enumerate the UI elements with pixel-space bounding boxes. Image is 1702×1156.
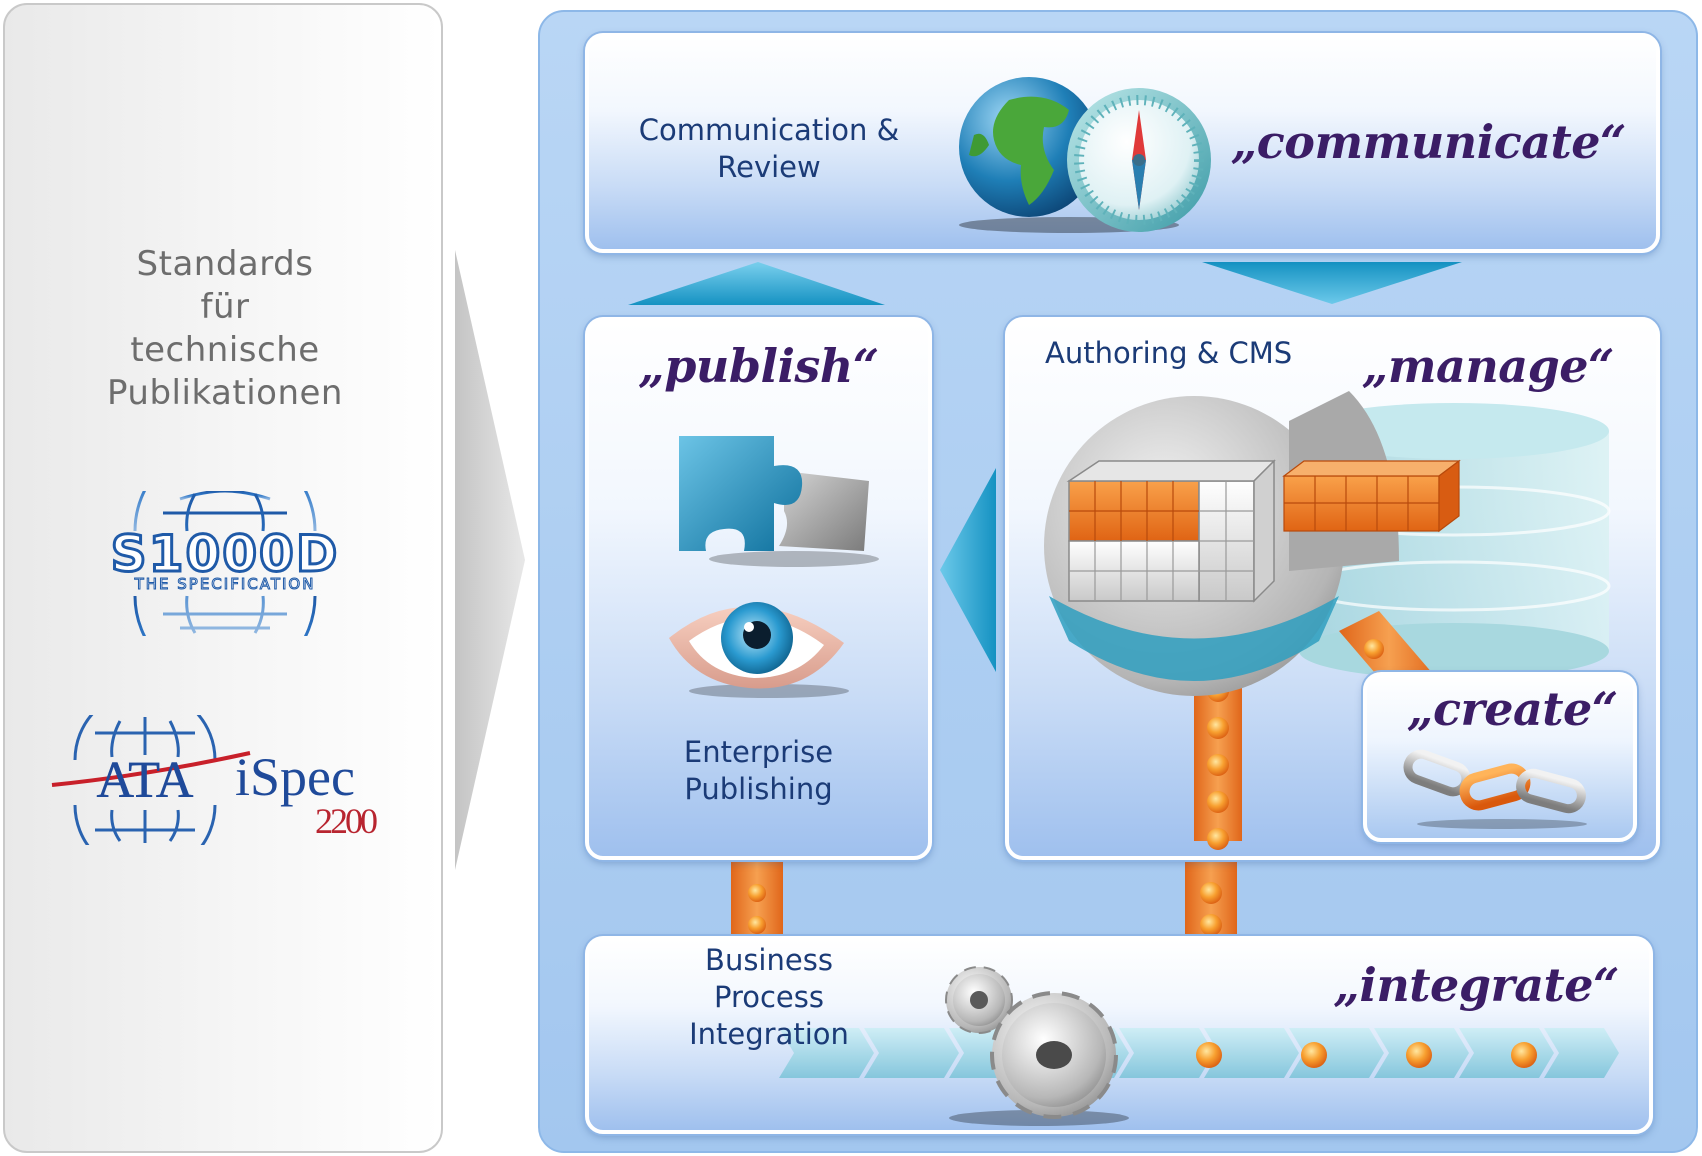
standards-title-line: Standards xyxy=(136,244,314,284)
label-line: Process xyxy=(713,980,824,1014)
communicate-box: Communication & Review xyxy=(585,33,1660,253)
arrow-left-icon xyxy=(940,468,996,672)
label-line: Enterprise xyxy=(683,735,834,769)
integrate-box: Business Process Integration „integrate“ xyxy=(585,936,1653,1134)
globe-compass-graphic xyxy=(959,77,1211,233)
standards-title: Standards für technische Publikationen xyxy=(5,243,445,415)
label-line: Communication & xyxy=(638,113,900,147)
communicate-verb: „communicate“ xyxy=(1230,115,1627,169)
standards-title-line: Publikationen xyxy=(107,373,343,413)
arrow-down-icon xyxy=(1202,262,1462,304)
label-line: Integration xyxy=(689,1017,849,1051)
gears-icon xyxy=(945,966,1129,1126)
direction-arrow xyxy=(455,250,525,870)
manage-verb: „manage“ xyxy=(1361,339,1615,393)
label-line: Review xyxy=(717,150,821,184)
process-arrows-graphic xyxy=(779,966,1619,1126)
communication-review-label: Communication & Review xyxy=(609,112,929,186)
arrow-up-icon xyxy=(628,262,885,305)
ata-ispec-logo: ATA iSpec 2200 xyxy=(51,715,380,845)
enterprise-publishing-label: Enterprise Publishing xyxy=(589,734,928,808)
s1000d-sub-text: THE SPECIFICATION xyxy=(134,575,316,593)
s1000d-main-text: S1000D xyxy=(111,525,340,583)
create-verb: „create“ xyxy=(1407,682,1618,736)
ispec-text: iSpec xyxy=(235,747,355,807)
s1000d-logo: S1000D THE SPECIFICATION xyxy=(109,491,340,636)
eye-icon xyxy=(669,602,849,698)
ispec-number-text: 2200 xyxy=(315,801,377,841)
globe-icon xyxy=(959,77,1099,217)
integrate-verb: „integrate“ xyxy=(1333,958,1619,1012)
manage-box: Authoring & CMS „manage“ xyxy=(1005,317,1660,860)
cube-database-icon xyxy=(1044,391,1611,850)
business-process-integration-label: Business Process Integration xyxy=(659,942,879,1053)
create-box: „create“ xyxy=(1363,672,1637,842)
ata-main-text: ATA xyxy=(97,752,194,809)
label-line: Publishing xyxy=(684,772,833,806)
publish-box: „publish“ Enterprise xyxy=(585,317,932,860)
puzzle-icon xyxy=(679,436,879,567)
standards-title-line: technische xyxy=(130,330,320,370)
standards-title-line: für xyxy=(200,287,250,327)
compass-icon xyxy=(1067,88,1211,232)
label-line: Business xyxy=(705,943,833,977)
publish-verb: „publish“ xyxy=(638,339,879,393)
authoring-cms-label: Authoring & CMS xyxy=(1045,336,1293,370)
standards-panel: Standards für technische Publikationen S… xyxy=(3,3,443,1153)
chain-icon xyxy=(1403,749,1587,829)
